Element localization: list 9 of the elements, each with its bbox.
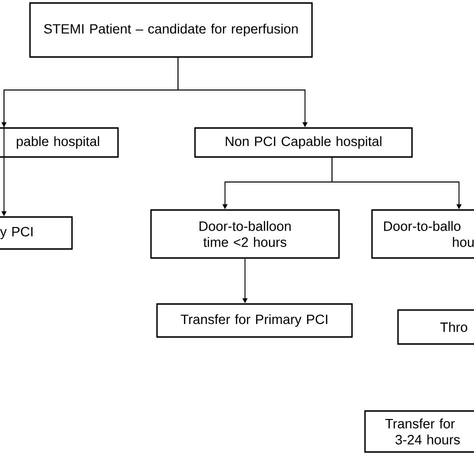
process-box: STEMI Patient – candidate for reperfusion <box>29 2 313 58</box>
process-box: Non PCI Capable hospital <box>194 127 413 158</box>
process-box: Transfer for Primary PCI <box>156 303 353 338</box>
process-box: Thro <box>397 309 474 345</box>
process-box: y PCI <box>0 216 73 250</box>
process-box: Transfer for 3-24 hours <box>364 410 474 453</box>
process-box: Door-to-balloon time <2 hours <box>150 209 340 259</box>
process-box: pable hospital <box>0 127 119 158</box>
process-box: Door-to-ballo hou <box>371 209 474 259</box>
